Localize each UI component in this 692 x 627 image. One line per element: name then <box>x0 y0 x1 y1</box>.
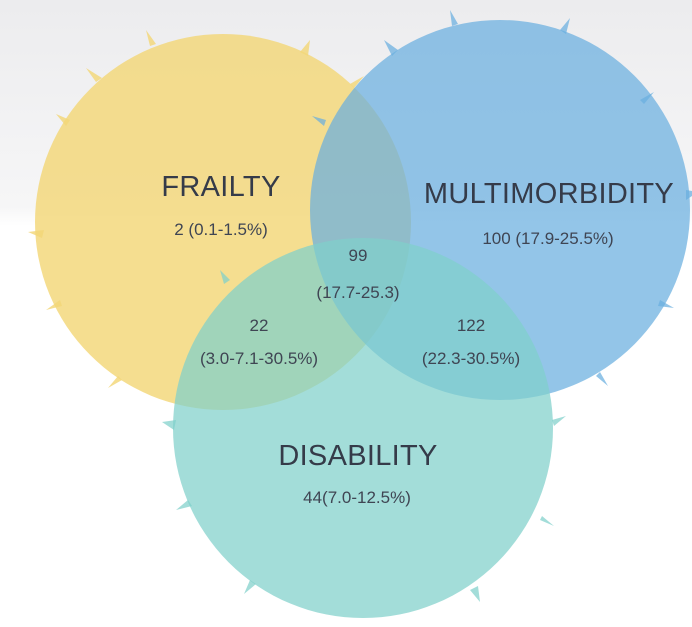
multimorbidity-title: MULTIMORBIDITY <box>423 178 675 210</box>
disability-circle <box>162 238 566 618</box>
multimorbidity-disability-range: (22.3-30.5%) <box>421 349 521 368</box>
multimorbidity-value: 100 (17.9-25.5%) <box>482 229 614 248</box>
multimorbidity-disability-count: 122 <box>456 316 486 335</box>
disability-value: 44(7.0-12.5%) <box>303 488 411 507</box>
frailty-multimorbidity-count: 99 <box>348 246 368 265</box>
frailty-disability-range: (3.0-7.1-30.5%) <box>199 349 319 368</box>
frailty-multimorbidity-range: (17.7-25.3) <box>316 283 400 302</box>
frailty-value: 2 (0.1-1.5%) <box>174 220 268 239</box>
frailty-title: FRAILTY <box>161 171 281 203</box>
frailty-disability-count: 22 <box>249 316 269 335</box>
disability-title: DISABILITY <box>278 440 438 472</box>
